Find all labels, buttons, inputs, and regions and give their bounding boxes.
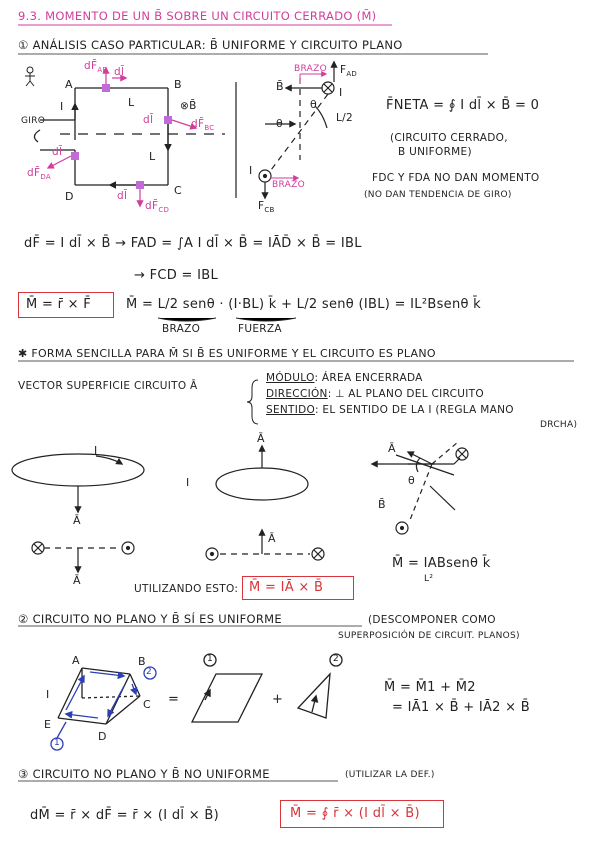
loop-1-num: 1	[207, 654, 214, 664]
loop-2-num: 2	[333, 654, 340, 664]
3d-label-D: D	[98, 730, 107, 743]
brazo-label: BRAZO	[162, 323, 201, 335]
m-sum: M̄ = M̄1 + M̄2	[384, 680, 476, 695]
s3-boxed-eq: M̄ = ∮ r̄ × (I dl̄ × B̄)	[290, 806, 420, 821]
label-B-into: ⊗B̄	[180, 100, 197, 112]
side-label-FAD: FAD	[340, 64, 358, 79]
fuerza-label: FUERZA	[238, 323, 282, 335]
label-dF-DA: dF̄DA	[27, 167, 51, 182]
label-I: I	[60, 100, 64, 113]
sentido-row-2: DRCHA)	[540, 420, 578, 430]
direccion-row: DIRECCIÓN: ⊥ AL PLANO DEL CIRCUITO	[266, 388, 484, 400]
m-def-box	[18, 292, 114, 318]
brace	[246, 379, 259, 425]
s2-note: (DESCOMPONER COMO	[368, 614, 496, 626]
equals-sign: =	[168, 692, 180, 707]
note-closed-1: (CIRCUITO CERRADO,	[390, 132, 508, 144]
loop1-I: I	[94, 444, 98, 457]
cross-B: B̄	[378, 498, 386, 511]
note-no-moment-1: FDC Y FDA NO DAN MOMENTO	[372, 172, 540, 184]
cross-diagram	[370, 441, 469, 535]
3d-num-1: 1	[54, 738, 61, 748]
s1-heading: ① ANÁLISIS CASO PARTICULAR: B̄ UNIFORME …	[18, 38, 403, 52]
side-label-theta1: θ	[310, 98, 318, 111]
utilizando: UTILIZANDO ESTO:	[134, 583, 239, 595]
cross-theta: θ	[408, 474, 416, 487]
plane-loop-2	[296, 653, 343, 719]
s3-note: (UTILIZAR LA DEF.)	[345, 770, 435, 780]
plus-sign: +	[272, 692, 284, 707]
force-arrows	[46, 66, 198, 208]
label-dF-CD: dF̄CD	[145, 200, 170, 215]
side-label-theta2: θ	[276, 117, 284, 130]
3d-label-I: I	[46, 688, 50, 701]
sentido-row: SENTIDO: EL SENTIDO DE LA I (REGLA MANO	[266, 404, 514, 416]
side-label-FCB: FCB	[258, 200, 275, 215]
loop2-I: I	[186, 476, 190, 489]
f-neta-eq: F̄NETA = ∮ I dl̄ × B̄ = 0	[386, 98, 540, 113]
side-label-brazo2: BRAZO	[272, 180, 305, 190]
side-label-B: B̄	[276, 80, 284, 93]
simple-heading: ✱ FORMA SENCILLA PARA M̄ SI B̄ ES UNIFOR…	[18, 347, 436, 360]
3d-label-A: A	[72, 654, 80, 667]
label-dl-AB: dl̄	[114, 66, 125, 78]
note-closed-2: B UNIFORME)	[398, 146, 472, 158]
3d-circuit-current	[50, 666, 157, 751]
side-label-brazo1: BRAZO	[294, 64, 327, 74]
loop2-A: Ā	[257, 432, 265, 445]
loop1-A: Ā	[73, 514, 81, 527]
s2-heading: ② CIRCUITO NO PLANO Y B̄ SÍ ES UNIFORME	[18, 612, 282, 626]
cross-A: Ā	[388, 442, 396, 455]
label-dF-BC: dF̄BC	[191, 118, 215, 133]
side-label-I-bot: I	[249, 164, 253, 177]
label-dl-CD: dl̄	[117, 190, 128, 202]
s3-boxed	[280, 800, 444, 828]
label-B: B	[174, 78, 182, 91]
side-label-I: I	[339, 86, 343, 99]
vector-sup: VECTOR SUPERFICIE CIRCUITO Ā	[18, 380, 198, 392]
3d-num-2: 2	[146, 667, 153, 677]
3d-label-B: B	[138, 655, 146, 668]
note-no-moment-2: (NO DAN TENDENCIA DE GIRO)	[364, 190, 512, 200]
3d-circuit	[57, 667, 141, 725]
label-dF-AB: dF̄AB	[84, 60, 108, 75]
loop1-A2: Ā	[73, 574, 81, 587]
eq-FCD: → FCD = IBL	[134, 268, 219, 283]
label-D: D	[65, 190, 74, 203]
eq-dF: dF̄ = I dl̄ × B̄ → FAD = ∫A I dl̄ × B̄ =…	[24, 236, 362, 251]
label-dl-DA: dl̄	[52, 146, 63, 158]
side-label-half: L/2	[336, 112, 353, 124]
brazo-fuerza-underlines	[157, 317, 297, 322]
label-L1: L	[128, 96, 135, 109]
stick-figure-icon	[25, 66, 35, 87]
m-sum-2: = IĀ1 × B̄ + IĀ2 × B̄	[392, 700, 531, 715]
eq-M: M̄ = L/2 senθ · (I·BL) k̄ + L/2 senθ (IB…	[126, 297, 481, 312]
loop-diagram-1	[11, 453, 145, 574]
loop-diagram-2	[205, 444, 325, 561]
modulo-row: MÓDULO: ÁREA ENCERRADA	[266, 372, 423, 384]
3d-label-E: E	[44, 718, 52, 731]
loop2-A2: Ā	[268, 532, 276, 545]
label-giro: GIRO	[21, 116, 46, 126]
plane-loop-1	[190, 653, 264, 723]
s3-eq: dM̄ = r̄ × dF̄ = r̄ × (I dl̄ × B̄)	[30, 808, 219, 823]
label-C: C	[174, 184, 182, 197]
m-def: M̄ = r̄ × F̄	[26, 297, 92, 312]
m-formula-box	[242, 576, 354, 600]
l-squared: L²	[424, 574, 434, 584]
3d-label-C: C	[143, 698, 151, 711]
circuit-elements	[71, 84, 172, 189]
s3-heading: ③ CIRCUITO NO PLANO Y B̄ NO UNIFORME	[18, 767, 270, 781]
label-A: A	[65, 78, 73, 91]
brazo-arrows	[270, 71, 328, 181]
m-formula: M̄ = IĀ × B̄	[249, 580, 324, 595]
side-view	[258, 60, 338, 200]
s2-note-2: SUPERPOSICIÓN DE CIRCUIT. PLANOS)	[338, 631, 520, 641]
label-dl-BC: dl̄	[143, 114, 154, 126]
m-result: M̄ = IABsenθ k̄	[392, 556, 491, 571]
page-title: 9.3. MOMENTO DE UN B̄ SOBRE UN CIRCUITO …	[18, 9, 377, 23]
label-L2: L	[149, 150, 156, 163]
